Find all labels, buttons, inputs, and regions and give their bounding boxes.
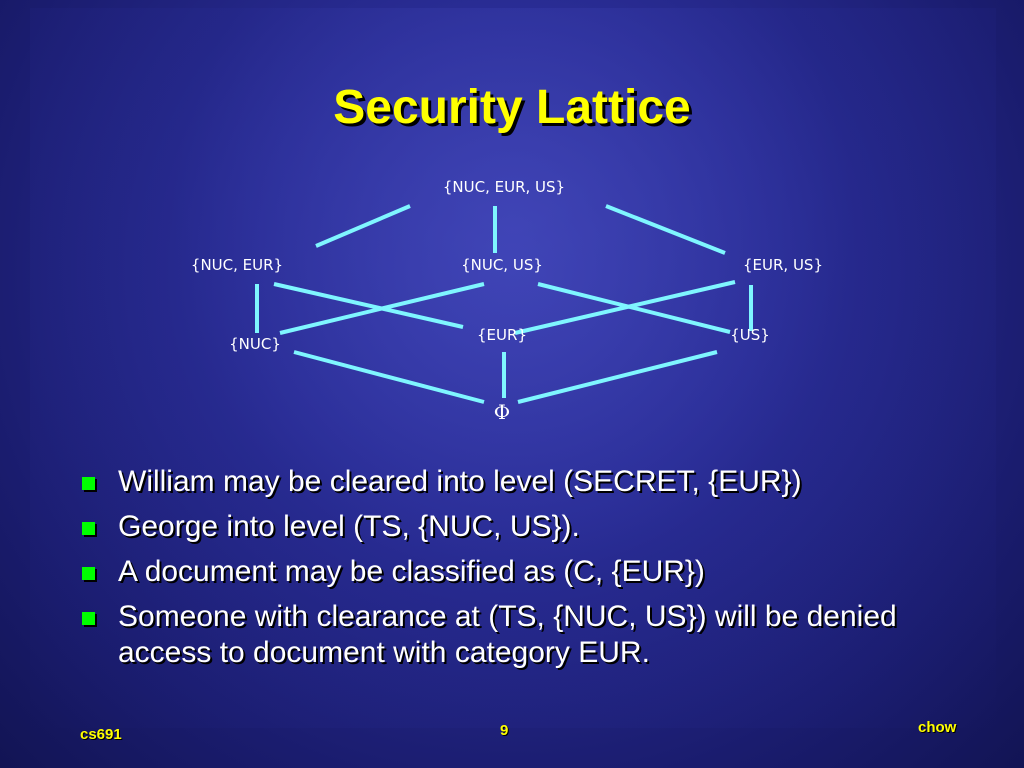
footer-page-number: 9 [500, 722, 509, 739]
lattice-edge-top-eur_us [605, 204, 726, 255]
lattice-node-eur: {EUR} [477, 326, 527, 344]
lattice-edge-nuc_us-nuc [279, 282, 485, 335]
lattice-edge-nuc_eur-eur [273, 282, 464, 329]
bullet-text: William may be cleared into level (SECRE… [118, 465, 802, 498]
lattice-node-us: {US} [730, 326, 770, 344]
lattice-node-top: {NUC, EUR, US} [443, 178, 565, 196]
footer-course: cs691 [80, 726, 122, 743]
bullet-item: George into level (TS, {NUC, US}). [82, 509, 922, 545]
bullet-item: A document may be classified as (C, {EUR… [82, 554, 922, 590]
lattice-edge-us-bottom [517, 350, 718, 404]
lattice-edge-nuc_us-us [537, 282, 731, 334]
bullet-square-icon [82, 522, 95, 535]
lattice-edge-nuc-bottom [293, 350, 485, 404]
lattice-edge-top-nuc_eur [315, 204, 411, 248]
lattice-node-nuc-us: {NUC, US} [461, 256, 543, 274]
slide-background [30, 8, 996, 728]
lattice-node-nuc-eur: {NUC, EUR} [191, 256, 283, 274]
lattice-node-bottom: Φ [494, 400, 510, 424]
lattice-node-nuc: {NUC} [229, 335, 281, 353]
footer-author: chow [918, 719, 957, 736]
bullet-text: Someone with clearance at (TS, {NUC, US}… [118, 600, 897, 669]
bullet-text: A document may be classified as (C, {EUR… [118, 555, 705, 588]
bullet-square-icon [82, 567, 95, 580]
lattice-node-eur-us: {EUR, US} [743, 256, 823, 274]
bullet-text: George into level (TS, {NUC, US}). [118, 510, 580, 543]
bullet-item: Someone with clearance at (TS, {NUC, US}… [82, 599, 922, 671]
bullet-item: William may be cleared into level (SECRE… [82, 464, 922, 500]
slide-title: Security Lattice [333, 81, 691, 134]
bullet-square-icon [82, 612, 95, 625]
bullet-square-icon [82, 477, 95, 490]
bullet-list: William may be cleared into level (SECRE… [82, 464, 922, 680]
lattice-edge-eur_us-eur [514, 280, 736, 335]
